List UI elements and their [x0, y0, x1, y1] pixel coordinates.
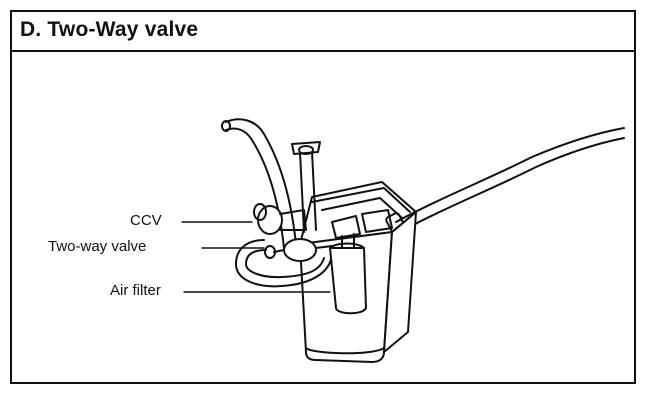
canister-top-ridge-2 [321, 197, 403, 219]
air-filter-body [329, 247, 367, 315]
ccv-neck [279, 209, 307, 231]
label-two-way-valve: Two-way valve [48, 238, 147, 255]
canister-top [299, 181, 417, 245]
figure-header: D. Two-Way valve [12, 12, 634, 52]
figure-frame: D. Two-Way valve [10, 10, 636, 384]
figure-title: D. Two-Way valve [20, 18, 199, 41]
upright-tube-right [311, 151, 317, 231]
air-filter-cap [329, 242, 365, 249]
canister-bottom [305, 347, 385, 355]
two-way-valve-knob [264, 245, 276, 259]
top-fitting-1 [331, 215, 361, 239]
upper-hose-inner [225, 118, 297, 245]
top-fitting-2 [361, 209, 393, 233]
ccv-cap [253, 203, 267, 221]
two-way-valve-body [283, 238, 317, 262]
right-hose-inner [399, 137, 625, 233]
canister-edge [383, 231, 393, 353]
label-ccv: CCV [130, 212, 162, 229]
upper-hose-end [221, 120, 231, 132]
label-air-filter: Air filter [110, 282, 161, 299]
loop-hose-inner [245, 249, 325, 279]
loop-hose-outer [235, 239, 333, 288]
right-hose [395, 127, 625, 223]
upright-tube-left [299, 151, 305, 233]
canister-top-ridge [311, 187, 411, 213]
canister-diagram [181, 118, 625, 363]
upright-tube-clamp [291, 141, 321, 155]
